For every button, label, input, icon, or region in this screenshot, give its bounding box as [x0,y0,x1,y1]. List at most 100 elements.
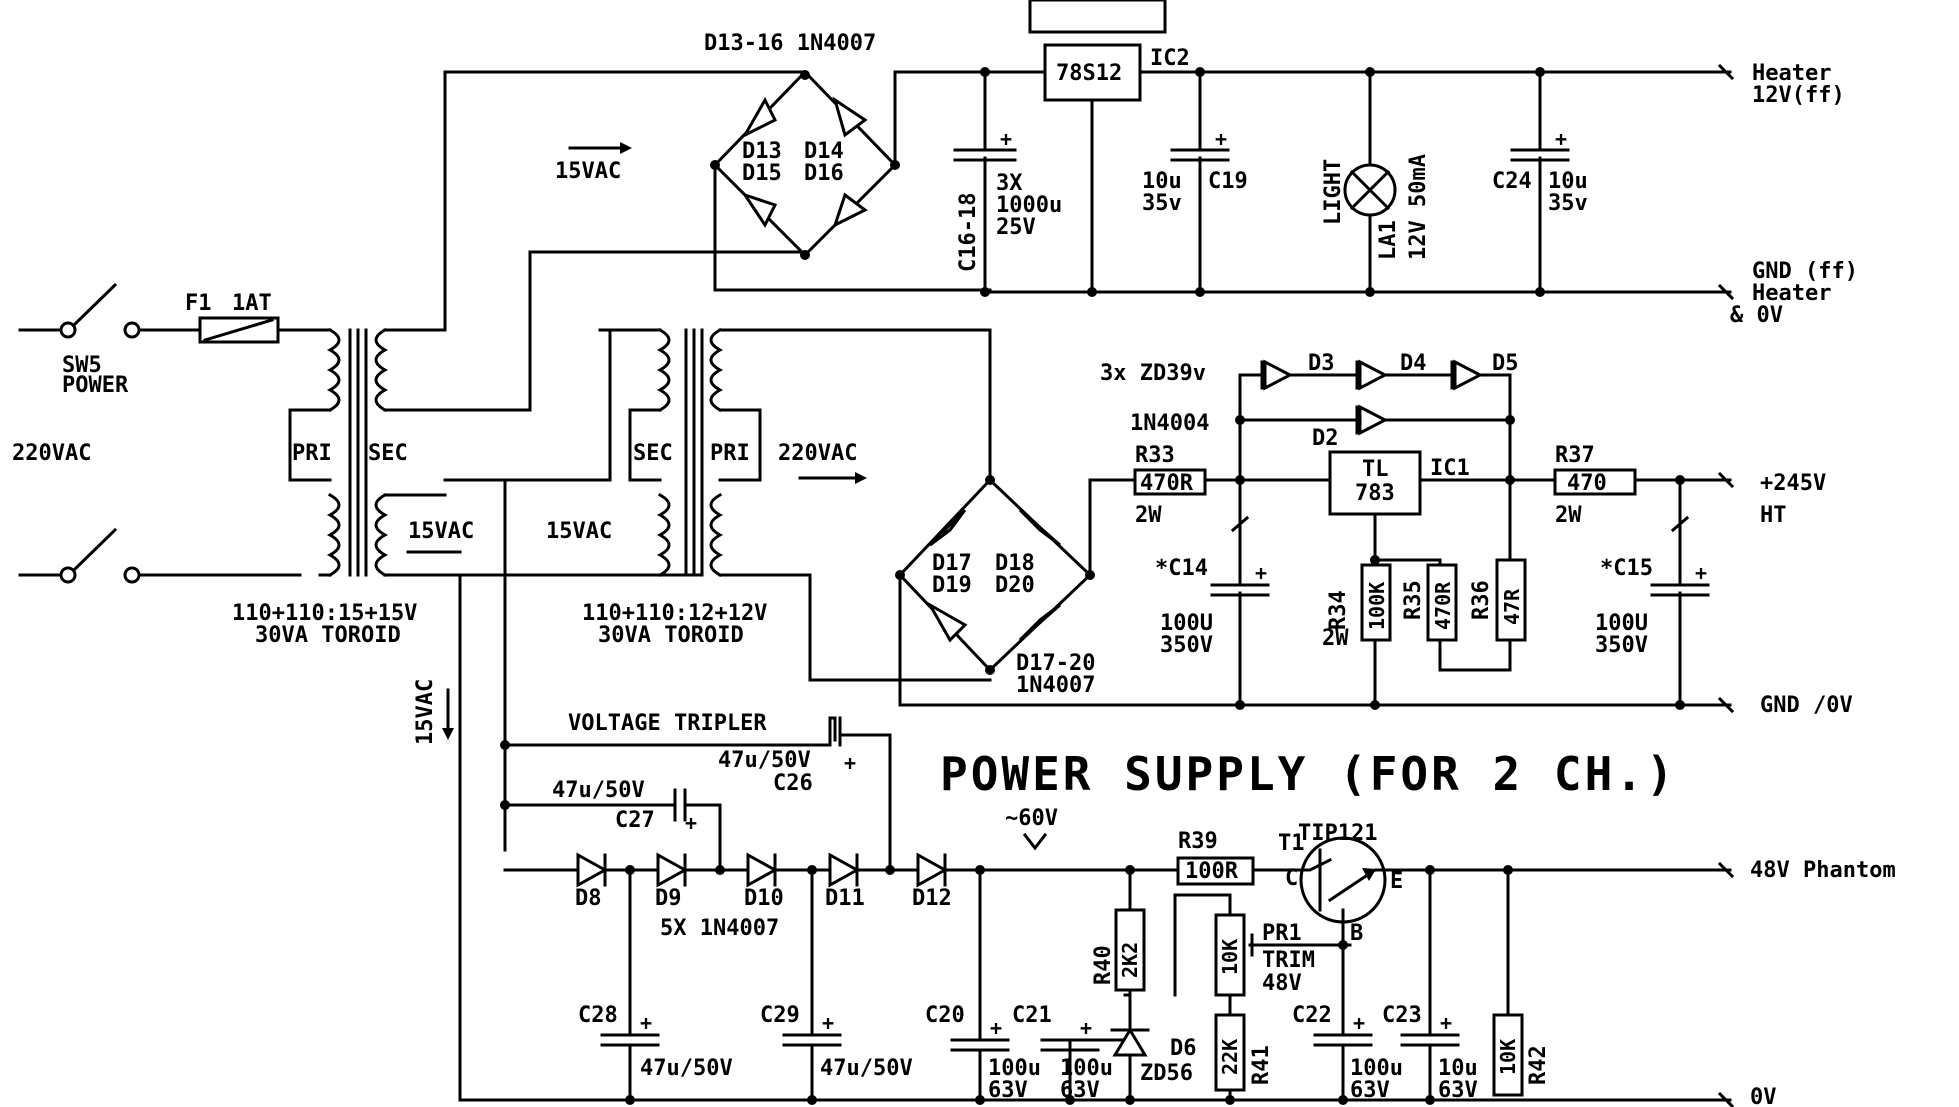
c26-polarity: + [844,751,856,775]
c20-polarity: + [990,1016,1002,1040]
t1-c-pin: C [1285,866,1298,891]
r36-ref: R36 [1469,580,1494,620]
t2-type: 30VA TOROID [598,623,744,648]
fuse-ref: F1 [185,291,212,316]
ic2-ref: IC2 [1150,46,1190,71]
transformer-1: PRI SEC 110+110:15+15V 30VA TOROID [232,327,447,648]
c21-polarity: + [1080,1016,1092,1040]
ht-gnd-label: GND /0V [1760,693,1853,718]
d19-ref: D19 [932,573,972,598]
c14-value1: 100U [1160,611,1213,636]
mains-input: SW5 POWER 220VAC F1 1AT [12,282,322,584]
heater-gnd-label1: GND (ff) [1752,259,1858,284]
fuse-value: 1AT [232,291,272,316]
diodes-part: 5X 1N4007 [660,916,779,941]
c16-18-ref: C16-18 [956,193,981,272]
c19-value2: 35v [1142,191,1182,216]
c24-value1: 10u [1548,169,1588,194]
c20-ref: C20 [925,1003,965,1028]
d14-ref: D14 [804,139,844,164]
r37-value: 470 [1567,471,1607,496]
phantom-supply: VOLTAGE TRIPLER 47u/50V C26 + 47u/50V C2… [458,711,1896,1107]
r40-ref: R40 [1091,945,1116,985]
d16-ref: D16 [804,161,844,186]
heater-out-label2: 12V(ff) [1752,83,1845,108]
c16-18-value1: 3X [996,171,1023,196]
pr1-value: 10K [1218,939,1242,975]
d9-ref: D9 [655,886,682,911]
ic2-part: 78S12 [1056,61,1122,86]
d2-part: 1N4004 [1130,411,1209,436]
heater-bridge: D13-16 1N4007 D13 D14 D15 D16 [698,31,992,292]
d5-ref: D5 [1492,351,1519,376]
d4-ref: D4 [1400,351,1427,376]
r35-value: 470R [1431,581,1455,630]
mains-voltage: 220VAC [12,441,91,466]
c29-value: 47u/50V [820,1056,913,1081]
ic1-line2: 783 [1355,481,1395,506]
c14-polarity: + [1255,561,1267,585]
c14-value2: 350V [1160,633,1213,658]
r42-value: 10K [1496,1039,1520,1075]
d6-ref: D6 [1170,1036,1197,1061]
r33-ref: R33 [1135,443,1175,468]
t1-out-15vac-1: 15VAC [555,159,621,184]
phantom-0v-label: 0V [1750,1085,1777,1107]
tripler-label: VOLTAGE TRIPLER [568,711,767,736]
c26-value: 47u/50V [718,748,811,773]
r41-ref: R41 [1249,1045,1274,1085]
pr1-label: TRIM [1262,948,1315,973]
c22-value1: 100u [1350,1056,1403,1081]
t2-pri-label: PRI [710,441,750,466]
c19-polarity: + [1215,127,1227,151]
c19-value1: 10u [1142,169,1182,194]
t1-pri-label: PRI [292,441,332,466]
c20-value1: 100u [988,1056,1041,1081]
c24-value2: 35v [1548,191,1588,216]
d15-ref: D15 [742,161,782,186]
switch-ref: SW5 [62,353,102,378]
d17-ref: D17 [932,551,972,576]
heater-gnd-label3: & 0V [1730,303,1783,328]
ht-out-voltage: +245V [1760,471,1826,496]
d20-ref: D20 [995,573,1035,598]
ht-bridge-part1: D17-20 [1016,651,1095,676]
t1-e-pin: E [1390,869,1403,894]
t1-type: 30VA TOROID [255,623,401,648]
r40-value: 2K2 [1118,942,1142,978]
c24-ref: C24 [1492,169,1532,194]
c19-ref: C19 [1208,169,1248,194]
r42-ref: R42 [1526,1045,1551,1085]
c15-polarity: + [1695,561,1707,585]
c28-polarity: + [640,1011,652,1035]
c22-polarity: + [1353,1011,1365,1035]
t2-input-voltage: 220VAC [778,441,857,466]
c28-value: 47u/50V [640,1056,733,1081]
c23-polarity: + [1440,1011,1452,1035]
schematic-title: POWER SUPPLY (FOR 2 CH.) [940,747,1677,801]
c16-18-value2: 1000u [996,193,1062,218]
c23-value1: 10u [1438,1056,1478,1081]
r33-power: 2W [1135,503,1162,528]
c21-ref: C21 [1012,1003,1052,1028]
pr1-voltage: 48V [1262,971,1302,996]
ht-regulator: 470R R33 2W TL 783 IC1 470 R37 2W 3x ZD3… [1100,351,1853,718]
r37-ref: R37 [1555,443,1595,468]
c27-polarity: + [685,811,697,835]
r33-value: 470R [1140,471,1194,496]
c27-value: 47u/50V [552,778,645,803]
zener-note: 3x ZD39v [1100,361,1206,386]
node-voltage: ~60V [1005,806,1058,831]
t1-ref: T1 [1278,831,1305,856]
ht-bridge: D17 D18 D19 D20 D17-20 1N4007 [895,475,1732,707]
t1-b-pin: B [1350,921,1363,946]
c23-ref: C23 [1382,1003,1422,1028]
phantom-out-label: 48V Phantom [1750,858,1896,883]
r39-value: 100R [1185,859,1239,884]
t1-rating: 110+110:15+15V [232,601,417,626]
r37-power: 2W [1555,503,1582,528]
c14-ref: *C14 [1155,556,1208,581]
ht-out-label: HT [1760,503,1787,528]
c29-ref: C29 [760,1003,800,1028]
heater-out-label1: Heater [1752,61,1831,86]
